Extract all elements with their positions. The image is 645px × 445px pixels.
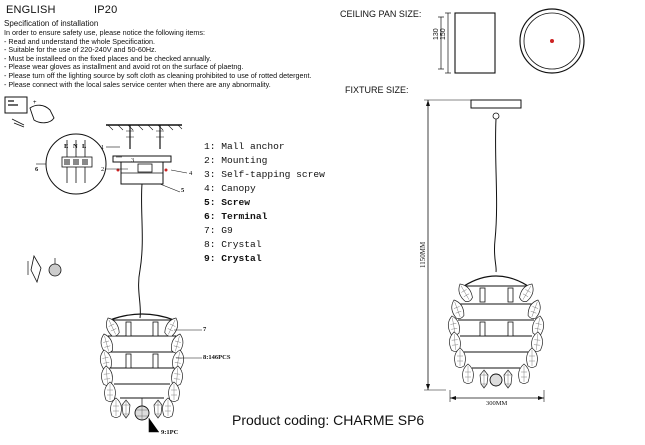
callout-5: 5 [181, 187, 185, 194]
part-item: 6: Terminal [204, 211, 268, 222]
crystal-icons [27, 254, 62, 284]
spec-list: In order to ensure safety use, please no… [4, 28, 312, 89]
spec-line: In order to ensure safety use, please no… [4, 28, 205, 37]
ip-rating: IP20 [94, 4, 118, 16]
part-item: 7: G9 [204, 225, 233, 236]
part-item: 4: Canopy [204, 183, 256, 194]
spec-line: - Please connect with the local sales se… [4, 79, 271, 89]
fixture-size-label: FIXTURE SIZE: [345, 85, 409, 95]
part-item: 1: Mall anchor [204, 141, 285, 152]
product-coding: Product coding: CHARME SP6 [232, 412, 425, 428]
height-dimension [424, 99, 471, 391]
part-item: 8: Crystal [204, 239, 262, 250]
pan-inner-dimension: 130 [433, 28, 440, 40]
ceiling-pan-size-label: CEILING PAN SIZE: [340, 9, 422, 19]
ceiling-pan-top-view [519, 8, 585, 74]
install-hand-icon: + [4, 96, 55, 128]
language-label: ENGLISH [6, 4, 56, 16]
callout-3: 3 [131, 157, 135, 164]
part-item: 9: Crystal [204, 253, 262, 264]
terminal-l: L [82, 143, 87, 150]
callout-1: 1 [101, 144, 105, 151]
width-dimension-label: 300MM [486, 400, 508, 407]
callout-8: 8:146PCS [203, 354, 231, 361]
terminal-n: N [73, 143, 78, 150]
width-dimension [449, 390, 545, 402]
spec-line: - Please wear gloves as installment and … [4, 62, 244, 72]
callout-9: 9:1PC [161, 429, 179, 436]
spec-line: - Must be installeed on the fixed places… [4, 53, 212, 63]
svg-text:+: + [33, 100, 37, 106]
spec-line: - Suitable for the use of 220-240V and 5… [4, 45, 157, 55]
fixture-right [446, 99, 546, 389]
callout-6: 6 [35, 166, 39, 173]
parts-list: 1: Mall anchor 2: Mounting 3: Self-tappi… [204, 140, 325, 266]
spec-line: - Please turn off the lighting source by… [4, 70, 312, 80]
part-item: 5: Screw [204, 197, 251, 208]
terminal-detail [36, 133, 107, 195]
terminal-e: E [64, 143, 69, 150]
pan-outer-dimension: 150 [440, 28, 447, 40]
part-item: 3: Self-tapping screw [204, 169, 325, 180]
height-dimension-label: 1150MM [419, 241, 427, 268]
part-item: 2: Mounting [204, 155, 268, 166]
spec-title: Specification of installation [4, 19, 99, 28]
ceiling-pan-side-view [438, 12, 496, 74]
fixture-left [98, 313, 186, 421]
callout-7: 7 [203, 326, 207, 333]
callout-4: 4 [189, 170, 193, 177]
spec-line: - Read and understand the whole Specific… [4, 36, 156, 46]
callout-2: 2 [101, 166, 105, 173]
